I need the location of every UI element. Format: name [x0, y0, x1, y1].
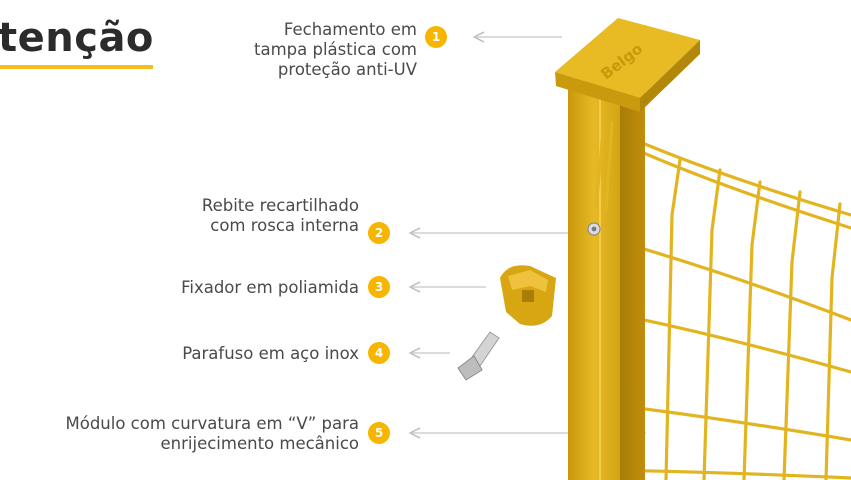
callout-5-line-1: Módulo com curvatura em “V” para: [65, 414, 359, 433]
callout-3-line-1: Fixador em poliamida: [181, 278, 359, 297]
callout-2-label: Rebite recartilhado com rosca interna: [202, 196, 359, 236]
callout-3-label: Fixador em poliamida: [181, 278, 359, 298]
section-heading: tenção: [0, 15, 154, 61]
callout-2-badge: 2: [368, 222, 390, 244]
callout-5-badge: 5: [368, 422, 390, 444]
callout-2-line-2: com rosca interna: [210, 216, 359, 235]
post-clamp-wires: [594, 121, 614, 211]
callout-5-line-2: enrijecimento mecânico: [160, 434, 359, 453]
callout-3-arrow: [408, 281, 488, 293]
callout-2-arrow: [408, 227, 578, 239]
mesh-top-wire-2: [608, 136, 851, 230]
callout-4-line-1: Parafuso em aço inox: [182, 344, 359, 363]
callout-1-badge: 1: [425, 26, 447, 48]
callout-4-label: Parafuso em aço inox: [182, 344, 359, 364]
post-front-face: [568, 70, 620, 480]
cap-front: [555, 72, 640, 112]
callout-4-arrow: [408, 347, 452, 359]
mesh-vertical-3: [702, 168, 722, 480]
polyamide-fixer: [500, 265, 556, 326]
mesh-vertical-6: [824, 202, 842, 480]
callout-1-line-2: tampa plástica com: [254, 40, 417, 59]
cap-top: [555, 18, 700, 98]
callout-3-badge: 3: [368, 276, 390, 298]
fence-post-illustration: Belgo: [457, 18, 851, 480]
mesh-vertical-4: [742, 180, 762, 480]
callout-2-line-1: Rebite recartilhado: [201, 196, 359, 215]
mesh-vertical-5: [782, 190, 802, 480]
callout-1-label: Fechamento em tampa plástica com proteçã…: [254, 20, 417, 80]
stainless-screw: [457, 331, 500, 381]
mesh-vertical-2: [664, 158, 682, 480]
rivet-hole: [591, 226, 597, 232]
heading-underline: [0, 65, 153, 69]
callout-1-arrow: [472, 31, 564, 43]
callout-5-label: Módulo com curvatura em “V” para enrijec…: [65, 414, 359, 454]
post-side-face: [620, 52, 645, 480]
cap-side: [640, 40, 700, 112]
callout-4-badge: 4: [368, 342, 390, 364]
callout-1-line-3: proteção anti-UV: [277, 60, 417, 79]
callout-1-line-1: Fechamento em: [283, 20, 417, 39]
